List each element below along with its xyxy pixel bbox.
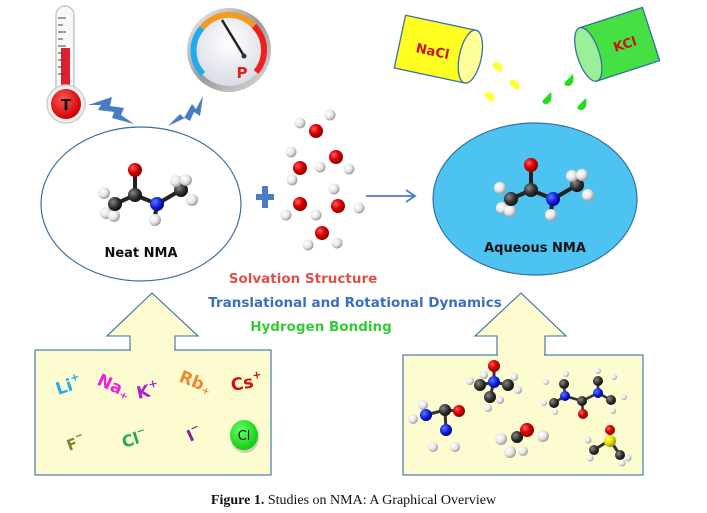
figure-label: Figure 1. — [210, 493, 265, 508]
topic-solvation-structure: Solvation Structure — [229, 271, 378, 287]
aqueous-nma-label: Aqueous NMA — [484, 241, 586, 256]
temperature-label: T — [61, 96, 72, 114]
ion-box — [34, 346, 272, 476]
thermometer-icon: T — [46, 5, 86, 124]
neat-nma-label: Neat NMA — [104, 246, 177, 261]
right-arrow-icon — [366, 189, 417, 203]
water-molecule — [314, 150, 355, 175]
tmao-molecule-icon — [466, 360, 522, 412]
figure-caption: Figure 1. Studies on NMA: A Graphical Ov… — [0, 493, 707, 509]
kcl-drop — [577, 98, 587, 110]
nma-molecule-icon — [98, 163, 198, 226]
nacl-drop — [484, 92, 495, 102]
water-molecules-icon — [280, 109, 365, 251]
topic-dynamics: Translational and Rotational Dynamics — [208, 295, 501, 311]
lightning-bolt-icon-right — [168, 96, 203, 126]
svg-text:Cl: Cl — [238, 429, 251, 444]
cation-li: Li+ — [52, 370, 84, 400]
cation-k: K+ — [134, 377, 161, 404]
methanol-molecule-icon — [495, 423, 549, 458]
nacl-container-icon: NaCl — [393, 14, 484, 84]
up-arrow-left — [105, 292, 200, 351]
water-molecule — [302, 226, 343, 251]
nma-molecule-icon — [494, 158, 594, 221]
figure-caption-text: Studies on NMA: A Graphical Overview — [264, 493, 497, 508]
kcl-container-icon: KCl — [574, 6, 661, 82]
dmso-molecule-icon — [584, 425, 632, 467]
svg-text:Li+: Li+ — [52, 370, 84, 400]
tetramethylurea-molecule-icon — [541, 368, 627, 419]
water-molecule — [280, 197, 322, 221]
salt-drops — [484, 62, 587, 110]
svg-text:F−: F− — [64, 430, 88, 455]
svg-text:Cl−: Cl− — [119, 425, 150, 452]
cation-cs: Cs+ — [229, 368, 264, 396]
svg-text:K+: K+ — [134, 377, 161, 404]
kcl-drop — [542, 92, 552, 104]
topic-hydrogen-bonding: Hydrogen Bonding — [250, 319, 392, 335]
kcl-drop — [564, 74, 574, 86]
pressure-label: P — [237, 64, 248, 82]
anion-list: F− Cl− I− Cl — [64, 420, 259, 455]
lightning-bolt-icon-left — [88, 97, 134, 124]
water-molecule — [285, 146, 307, 186]
svg-text:Cs+: Cs+ — [229, 368, 264, 396]
nacl-drop — [509, 80, 520, 90]
kcl-label: KCl — [612, 34, 639, 56]
chlorine-badge: Cl — [230, 420, 259, 453]
anion-f: F− — [64, 430, 88, 455]
nacl-drop — [492, 62, 503, 72]
water-molecule — [328, 183, 365, 214]
neat-nma-ellipse — [40, 126, 242, 282]
urea-molecule-icon — [408, 400, 465, 452]
water-molecule — [294, 109, 336, 138]
aqueous-nma-ellipse — [432, 122, 638, 276]
pressure-gauge-icon: P — [187, 8, 271, 92]
nacl-label: NaCl — [414, 41, 450, 63]
anion-cl: Cl− — [119, 425, 150, 452]
plus-icon — [256, 186, 274, 208]
